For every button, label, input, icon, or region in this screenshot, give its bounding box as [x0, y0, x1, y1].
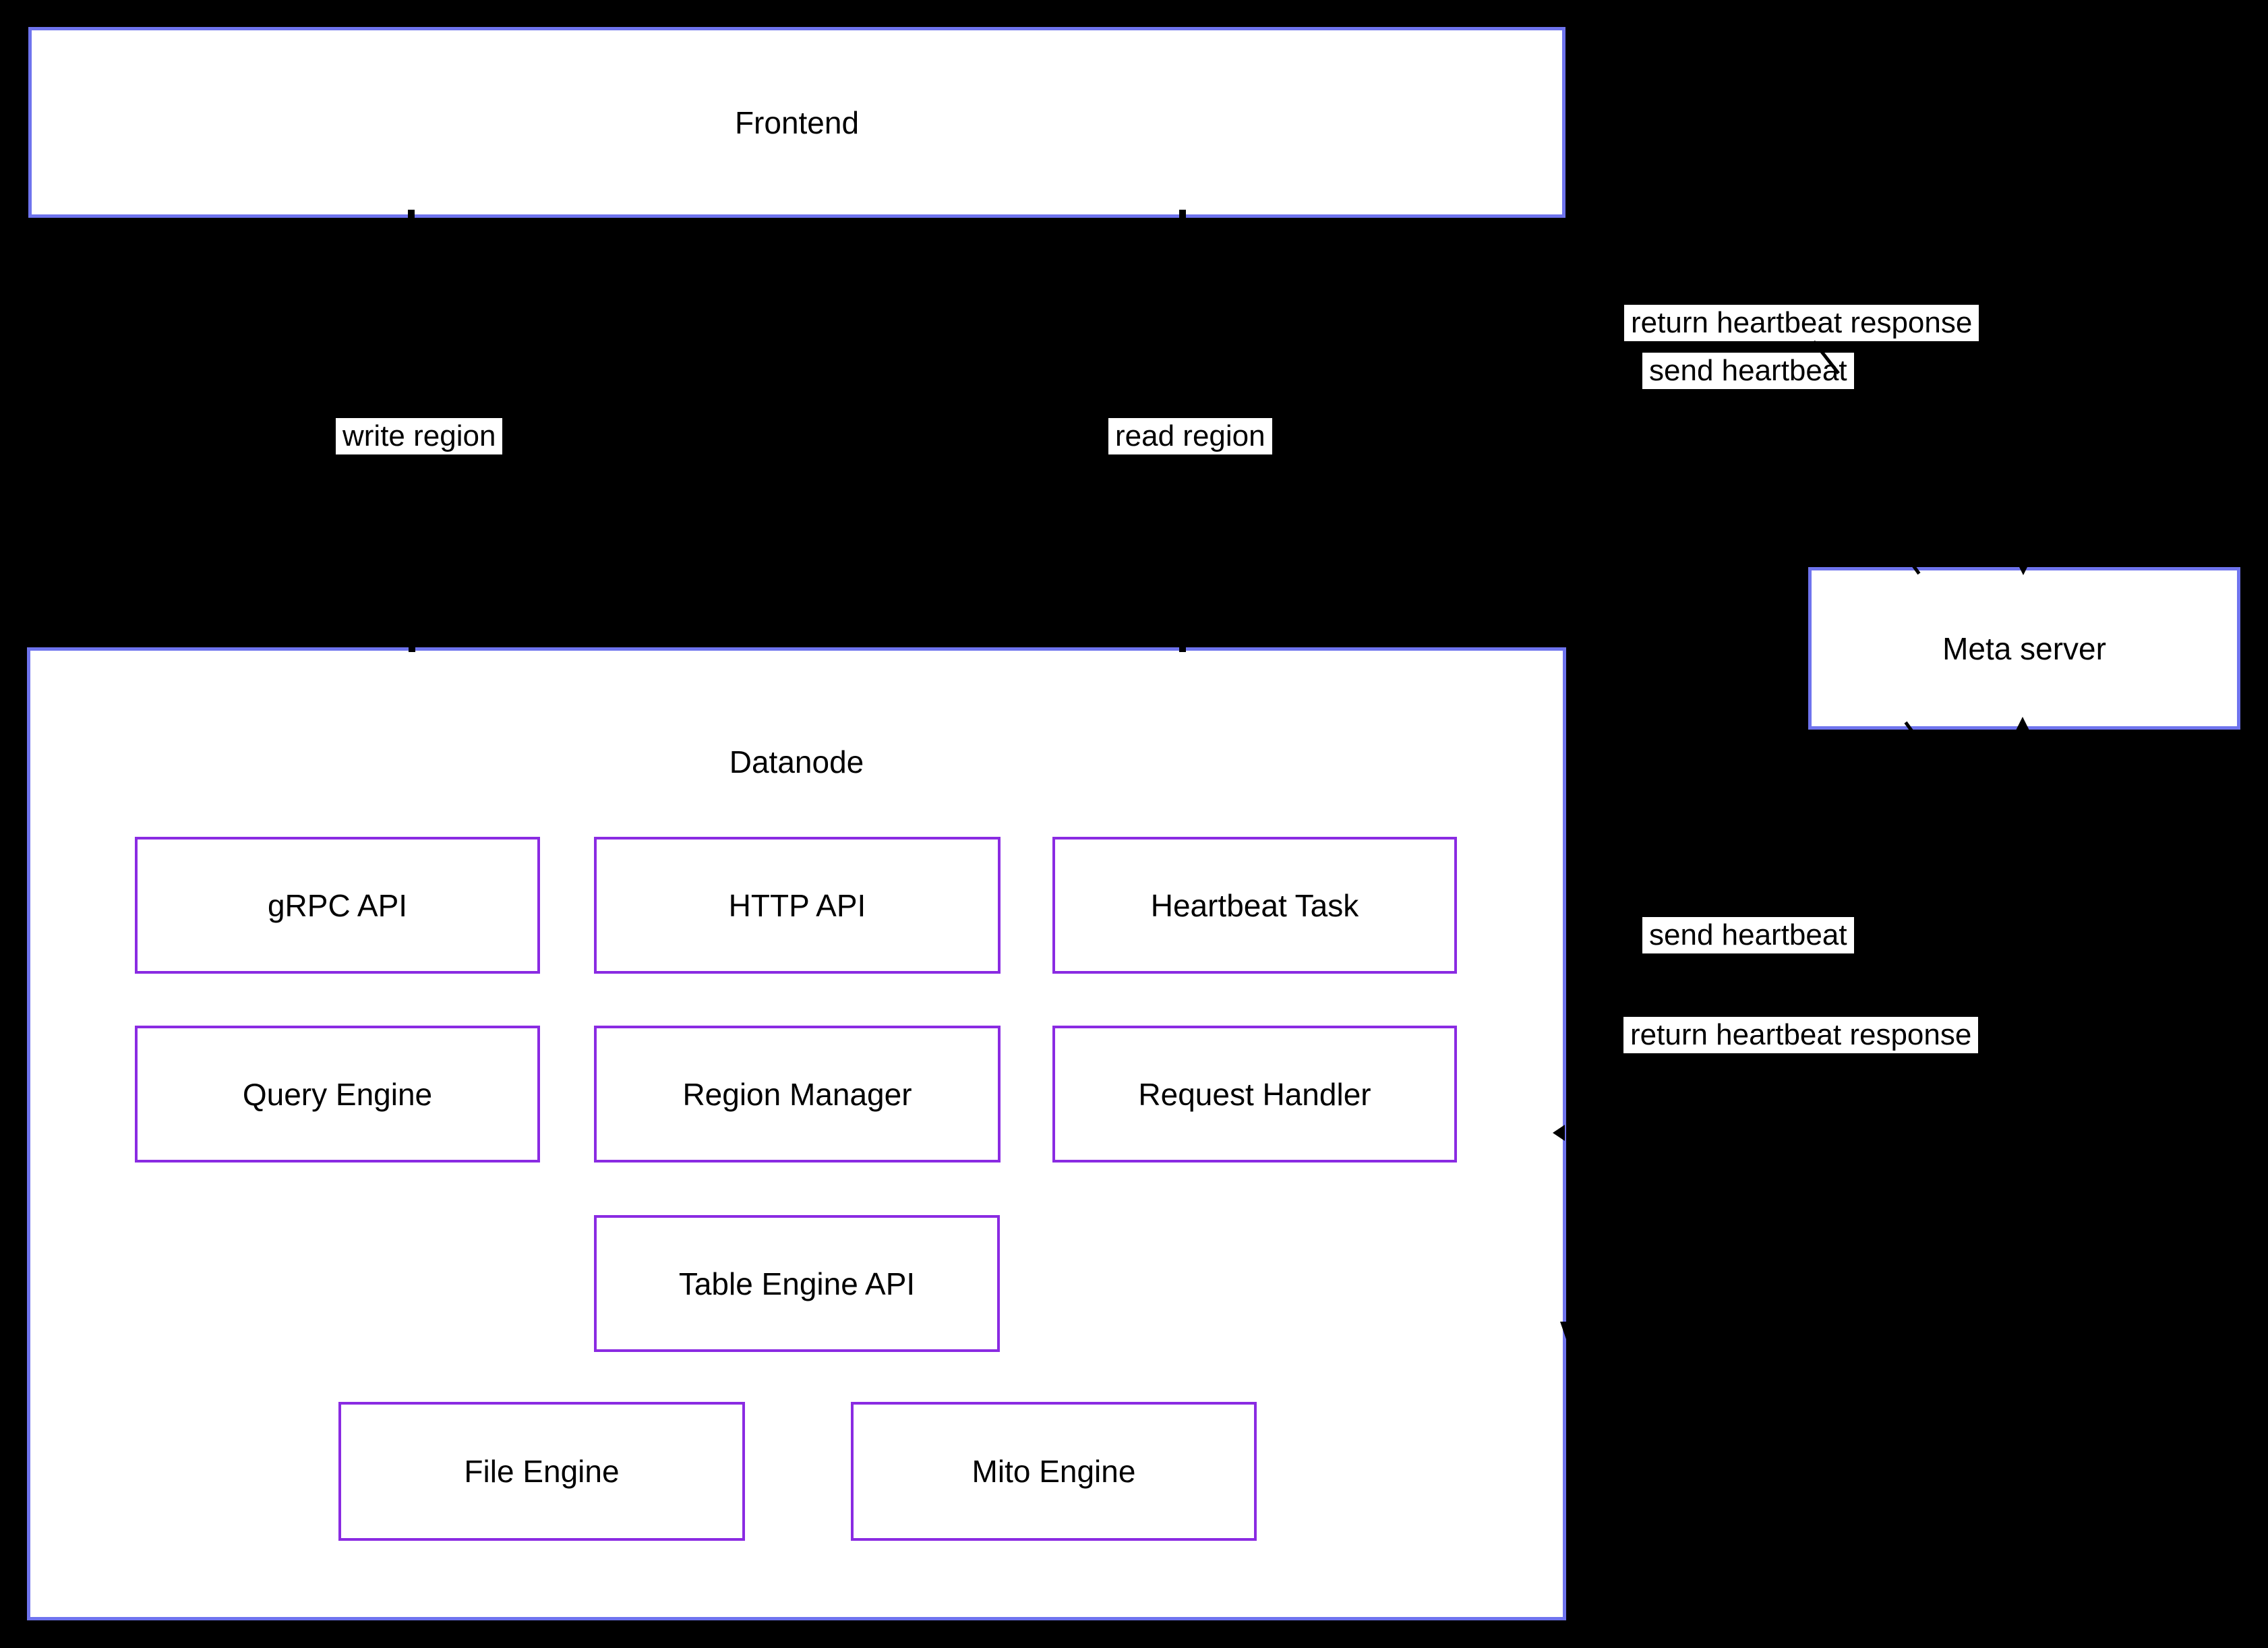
- table-engine-api-box: Table Engine API: [594, 1215, 1000, 1352]
- datanode-box: Datanode gRPC API HTTP API Heartbeat Tas…: [27, 647, 1566, 1620]
- mito-engine-box: Mito Engine: [851, 1402, 1257, 1541]
- frontend-box: Frontend: [28, 27, 1565, 218]
- send-heartbeat-arrowhead-meta-top: [2017, 562, 2030, 575]
- heartbeat-task-label: Heartbeat Task: [1150, 887, 1359, 923]
- file-engine-box: File Engine: [338, 1402, 745, 1541]
- datanode-label: Datanode: [729, 744, 864, 779]
- write-region-connector-tick-datanode: [409, 641, 415, 652]
- http-api-box: HTTP API: [594, 837, 1001, 974]
- send-heartbeat-arrowhead-meta-bottom: [2016, 717, 2029, 730]
- read-region-connector-tick-datanode: [1179, 641, 1186, 652]
- query-engine-label: Query Engine: [242, 1076, 433, 1112]
- grpc-api-label: gRPC API: [267, 887, 408, 923]
- grpc-api-box: gRPC API: [135, 837, 540, 974]
- region-manager-label: Region Manager: [682, 1076, 912, 1112]
- edge-label-send-heartbeat-mid: send heartbeat: [1642, 917, 1854, 953]
- region-manager-box: Region Manager: [594, 1026, 1001, 1163]
- meta-server-label: Meta server: [1942, 630, 2106, 666]
- read-region-connector-tick-frontend: [1179, 210, 1186, 220]
- edge-label-read-region: read region: [1108, 418, 1272, 454]
- arrowhead-datanode-right-border: [1560, 1322, 1572, 1339]
- http-api-label: HTTP API: [728, 887, 866, 923]
- return-heartbeat-arrowhead-datanode: [1553, 1125, 1565, 1141]
- table-engine-api-label: Table Engine API: [678, 1266, 916, 1301]
- meta-server-box: Meta server: [1808, 567, 2240, 730]
- edge-label-return-heartbeat-top: return heartbeat response: [1624, 305, 1979, 341]
- request-handler-box: Request Handler: [1052, 1026, 1457, 1163]
- write-region-connector-tick-frontend: [408, 210, 415, 220]
- heartbeat-task-box: Heartbeat Task: [1052, 837, 1457, 974]
- file-engine-label: File Engine: [464, 1454, 620, 1489]
- mito-engine-label: Mito Engine: [972, 1454, 1136, 1489]
- request-handler-label: Request Handler: [1138, 1076, 1371, 1112]
- query-engine-box: Query Engine: [135, 1026, 540, 1163]
- edge-label-send-heartbeat-top: send heartbeat: [1642, 353, 1854, 389]
- frontend-label: Frontend: [734, 105, 860, 140]
- edge-label-return-heartbeat-mid: return heartbeat response: [1623, 1017, 1979, 1053]
- edge-label-write-region: write region: [336, 418, 503, 454]
